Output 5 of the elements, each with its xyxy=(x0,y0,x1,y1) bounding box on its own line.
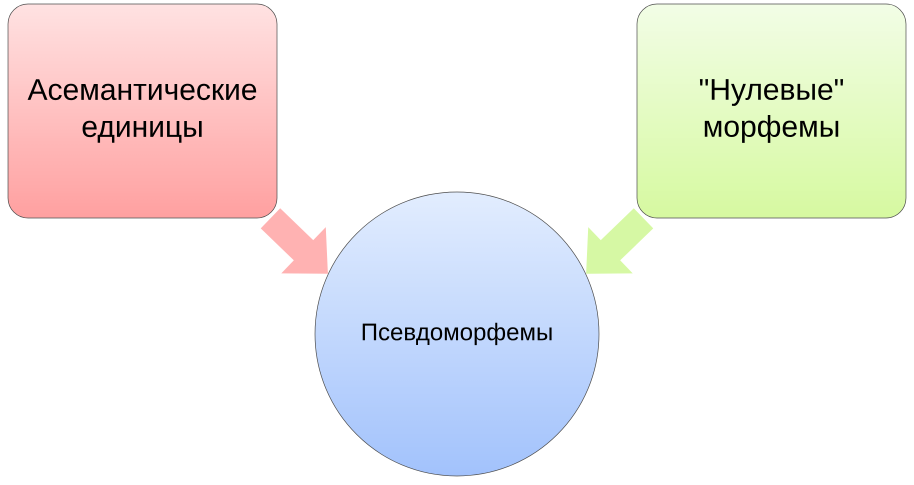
rounded-box: Асемантические единицы xyxy=(8,4,278,218)
rounded-box: "Нулевые" морфемы xyxy=(636,4,906,218)
block-arrow xyxy=(260,208,328,274)
block-arrow xyxy=(586,208,654,274)
circle-node: Псевдоморфемы xyxy=(314,192,600,476)
